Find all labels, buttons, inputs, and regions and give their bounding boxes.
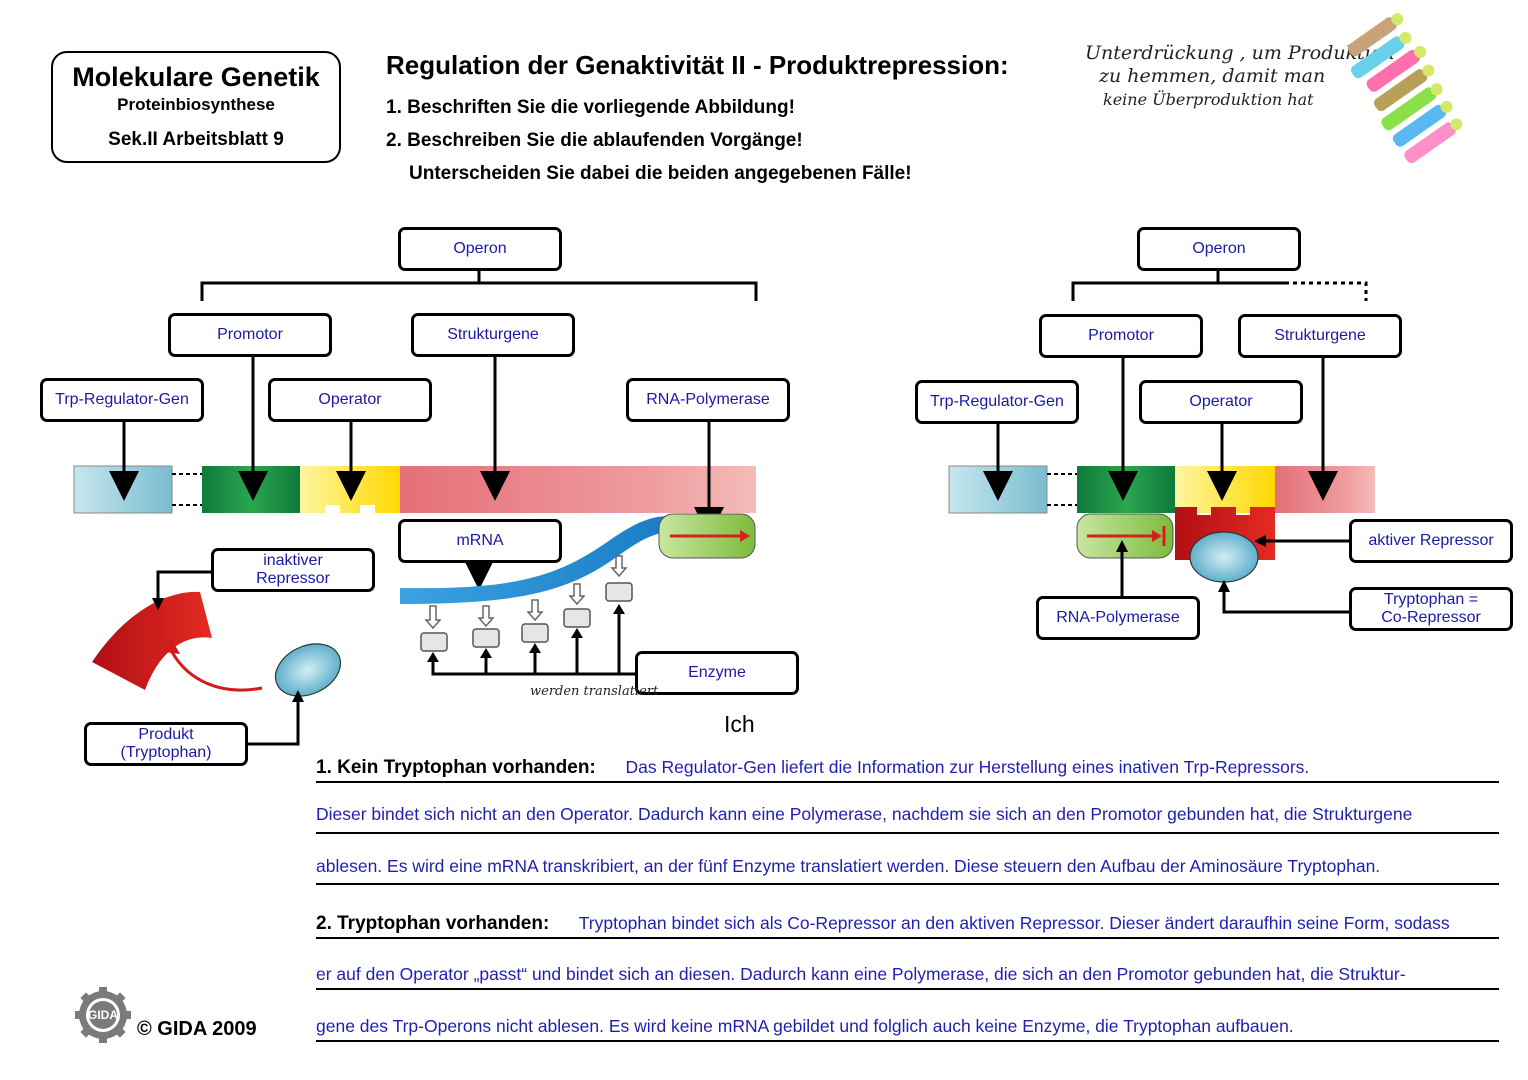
- left-operon-label: Operon: [398, 227, 562, 271]
- case-1-label: 1. Kein Tryptophan vorhanden:: [316, 757, 596, 778]
- answer-case-1-line-1: 1. Kein Tryptophan vorhanden: Das Regula…: [316, 757, 1309, 779]
- answer-case-2-line-3: gene des Trp-Operons nicht ablesen. Es w…: [316, 1016, 1294, 1036]
- enzyme-5: [605, 582, 633, 602]
- header-sheet: Sek.II Arbeitsblatt 9: [108, 129, 284, 150]
- case-2-text-1: Tryptophan bindet sich als Co-Repressor …: [578, 913, 1450, 933]
- task-2: 2. Beschreiben Sie die ablaufenden Vorgä…: [386, 130, 803, 151]
- enzyme-3: [521, 623, 549, 643]
- right-strukturgene-segment: [1275, 466, 1375, 513]
- left-regulator-gen-label: Trp-Regulator-Gen: [40, 378, 204, 422]
- left-operon-bracket: [200, 270, 758, 301]
- header-subtitle: Proteinbiosynthese: [117, 95, 275, 114]
- worksheet-title: Regulation der Genaktivität II - Produkt…: [386, 50, 1009, 80]
- copyright: © GIDA 2009: [137, 1018, 257, 1040]
- task-2-detail: Unterscheiden Sie dabei die beiden angeg…: [409, 163, 912, 184]
- enzyme-handwritten-note: werden translatiert: [530, 684, 659, 699]
- left-strukturgene-segment: [400, 466, 756, 513]
- aktiver-repressor-label: aktiver Repressor: [1349, 519, 1513, 563]
- handwritten-note: Unterdrückung , um Produktion zu hemmen,…: [1085, 42, 1395, 111]
- handwritten-line-1: Unterdrückung , um Produktion: [1085, 42, 1395, 64]
- answer-case-1-line-3: ablesen. Es wird eine mRNA transkribiert…: [316, 856, 1381, 876]
- gida-logo-text: GIDA: [88, 1008, 118, 1022]
- answer-case-1-line-2: Dieser bindet sich nicht an den Operator…: [316, 804, 1413, 824]
- enzyme-group: [420, 555, 636, 676]
- answer-case-2-line-1: 2. Tryptophan vorhanden: Tryptophan bind…: [316, 913, 1450, 935]
- answer-rule-1: [316, 781, 1499, 783]
- handwritten-line-3: keine Überproduktion hat: [1103, 90, 1314, 109]
- header-box: Molekulare Genetik Proteinbiosynthese Se…: [51, 51, 341, 163]
- right-operator-segment: [1175, 466, 1275, 513]
- left-promotor-label: Promotor: [168, 313, 332, 357]
- left-label-arrows: [109, 355, 724, 590]
- tryptophan-corepressor-label: Tryptophan = Co-Repressor: [1349, 587, 1513, 631]
- right-operon-label: Operon: [1137, 227, 1301, 271]
- stray-text: Ich: [724, 711, 755, 737]
- right-label-arrows: [983, 357, 1350, 614]
- enzyme-4: [563, 608, 591, 628]
- handwritten-line-2: zu hemmen, damit man: [1099, 65, 1326, 87]
- answer-rule-3: [316, 883, 1499, 885]
- left-tryptophan-product: [274, 643, 342, 697]
- inaktiver-repressor-label: inaktiver Repressor: [211, 548, 375, 592]
- answer-rule-6: [316, 1040, 1499, 1042]
- answer-case-2-line-2: er auf den Operator „passt“ und bindet s…: [316, 964, 1406, 984]
- case-2-label: 2. Tryptophan vorhanden:: [316, 913, 550, 934]
- decorative-molecule-graphic: [1347, 13, 1463, 164]
- right-tryptophan-corepressor: [1189, 531, 1259, 583]
- mrna-strand: [400, 516, 672, 604]
- left-rna-polymerase-label: RNA-Polymerase: [626, 378, 790, 422]
- case-1-text-1: Das Regulator-Gen liefert die Informatio…: [625, 757, 1310, 777]
- right-promotor-segment: [1077, 466, 1175, 513]
- header-title: Molekulare Genetik: [72, 62, 320, 92]
- enzyme-label: Enzyme: [635, 651, 799, 695]
- enzyme-1: [420, 632, 448, 652]
- enzyme-2: [472, 628, 500, 648]
- right-promotor-label: Promotor: [1039, 314, 1203, 358]
- right-operator-label: Operator: [1139, 380, 1303, 424]
- task-1: 1. Beschriften Sie die vorliegende Abbil…: [386, 97, 795, 118]
- right-rna-polymerase-label: RNA-Polymerase: [1036, 596, 1200, 640]
- answer-rule-2: [316, 832, 1499, 834]
- gida-logo: [75, 987, 131, 1043]
- inactive-repressor-shape: [92, 591, 212, 690]
- mrna-label: mRNA: [398, 519, 562, 563]
- right-dna-strand: [948, 465, 1375, 514]
- right-regulator-gen-label: Trp-Regulator-Gen: [915, 380, 1079, 424]
- right-operon-bracket: [1071, 270, 1368, 301]
- left-strukturgene-label: Strukturgene: [411, 313, 575, 357]
- answer-rule-4: [316, 937, 1499, 939]
- left-promotor-segment: [202, 466, 300, 513]
- right-strukturgene-label: Strukturgene: [1238, 314, 1402, 358]
- left-operator-label: Operator: [268, 378, 432, 422]
- produkt-label: Produkt (Tryptophan): [84, 722, 248, 766]
- answer-rule-5: [316, 988, 1499, 990]
- left-dna-strand: [73, 465, 756, 514]
